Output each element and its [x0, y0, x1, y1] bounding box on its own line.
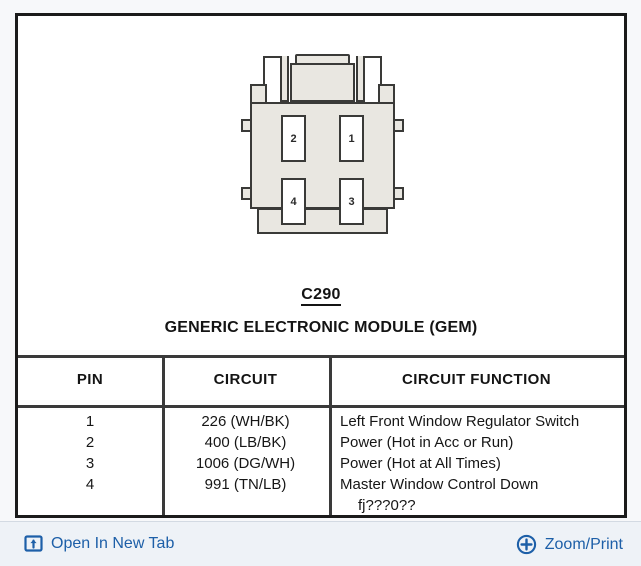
connector-code-text: C290 [301, 286, 341, 306]
pin-cavity-2: 2 [281, 115, 306, 162]
pin-cavity-3: 3 [339, 178, 364, 225]
latch-stem-right-icon [356, 56, 365, 102]
cell-circuit: 991 (TN/LB) [204, 476, 287, 493]
cell-function: Left Front Window Regulator Switch [340, 413, 580, 430]
cell-pin: 2 [85, 434, 95, 451]
connector-base-strip [257, 208, 388, 234]
cell-pin: 3 [85, 455, 95, 472]
pin-cavity-4: 4 [281, 178, 306, 225]
zoom-print-label: Zoom/Print [544, 535, 623, 553]
table-row: 4 991 (TN/LB) Master Window Control Down [18, 476, 624, 497]
connector-side-tab-upper-right [393, 119, 404, 132]
connector-diagram: 2 1 4 3 [18, 16, 624, 274]
cell-pin: 1 [85, 413, 95, 430]
cell-circuit: 226 (WH/BK) [201, 413, 290, 430]
cell-circuit: 1006 (DG/WH) [195, 455, 296, 472]
pin-cavity-1: 1 [339, 115, 364, 162]
open-in-new-tab-icon [24, 534, 43, 553]
column-header-pin: PIN [76, 371, 104, 388]
document-panel: 2 1 4 3 C290 GENERIC ELECTRONIC MODULE (… [15, 13, 627, 518]
table-column-divider-1 [162, 355, 165, 515]
connector-top-tab-body [290, 63, 355, 102]
cell-function: Power (Hot in Acc or Run) [340, 434, 514, 451]
connector-shoulder-right [378, 84, 395, 104]
connector-side-tab-lower-right [393, 187, 404, 200]
connector-illustration: 2 1 4 3 [241, 54, 404, 242]
connector-side-tab-lower-left [241, 187, 252, 200]
column-header-function: CIRCUIT FUNCTION [402, 371, 551, 388]
open-in-new-tab-label: Open In New Tab [51, 534, 175, 552]
table-row: 1 226 (WH/BK) Left Front Window Regulato… [18, 413, 624, 434]
connector-shoulder-left [250, 84, 267, 104]
table-header-rule [18, 405, 624, 408]
cell-function: Power (Hot at All Times) [340, 455, 501, 472]
open-in-new-tab-button[interactable]: Open In New Tab [24, 534, 174, 553]
cell-pin: 4 [85, 476, 95, 493]
viewer-toolbar: Open In New Tab Zoom/Print [0, 521, 641, 566]
table-top-rule [18, 355, 624, 358]
plus-circle-icon [516, 534, 537, 555]
column-header-circuit: CIRCUIT [213, 371, 278, 388]
encoding-artifact-text: fj???0?? [358, 497, 416, 514]
table-body: 1 226 (WH/BK) Left Front Window Regulato… [18, 413, 624, 497]
cell-function: Master Window Control Down [340, 476, 539, 493]
table-row: 3 1006 (DG/WH) Power (Hot at All Times) [18, 455, 624, 476]
connector-body [250, 102, 395, 209]
connector-title-caption: GENERIC ELECTRONIC MODULE (GEM) [164, 319, 478, 336]
cell-circuit: 400 (LB/BK) [204, 434, 287, 451]
latch-stem-left-icon [280, 56, 289, 102]
connector-side-tab-upper-left [241, 119, 252, 132]
table-row: 2 400 (LB/BK) Power (Hot in Acc or Run) [18, 434, 624, 455]
pin-table: PIN CIRCUIT CIRCUIT FUNCTION 1 226 (WH/B… [18, 355, 624, 515]
connector-code-caption: C290 [18, 286, 624, 306]
table-column-divider-2 [329, 355, 332, 515]
zoom-print-button[interactable]: Zoom/Print [516, 534, 623, 555]
